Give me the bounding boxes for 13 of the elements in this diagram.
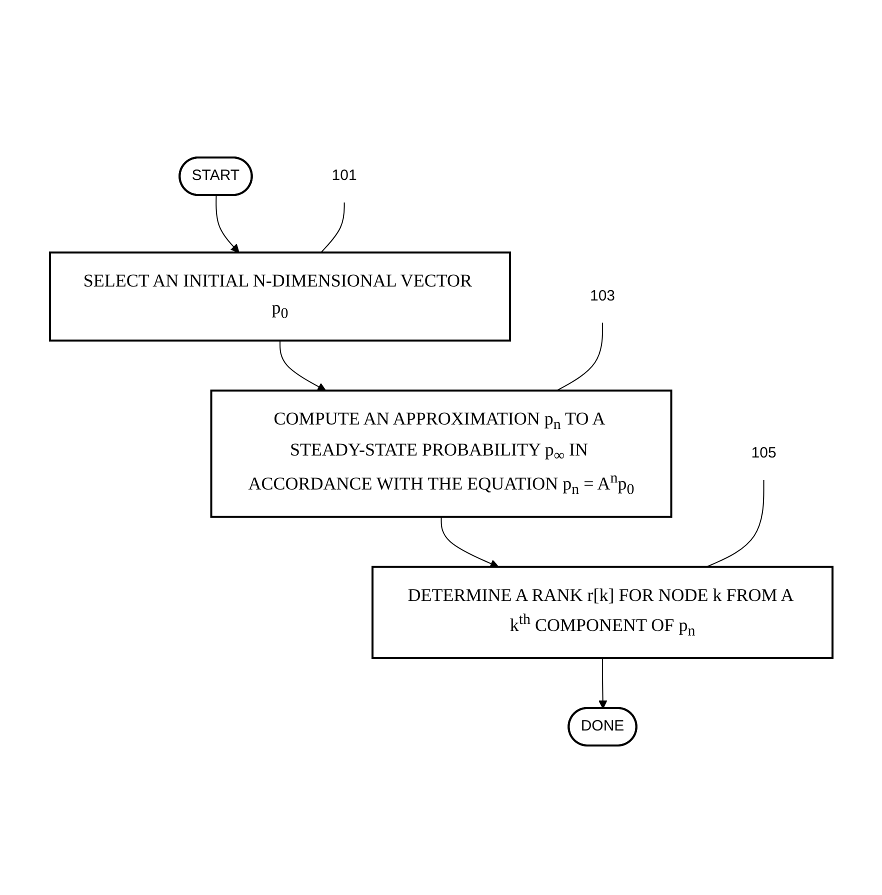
- arrow: [598, 657, 607, 709]
- node-text: 105: [750, 444, 776, 462]
- node-box: [48, 251, 511, 342]
- connector: [706, 479, 764, 568]
- node-text: 103: [590, 287, 615, 304]
- node-box: [371, 566, 834, 659]
- connector: [556, 322, 603, 391]
- arrow: [440, 516, 499, 568]
- arrow: [215, 194, 240, 253]
- connector: [320, 202, 345, 253]
- node-box: [210, 389, 672, 518]
- node-text: 101: [332, 166, 357, 184]
- arrow: [279, 340, 326, 391]
